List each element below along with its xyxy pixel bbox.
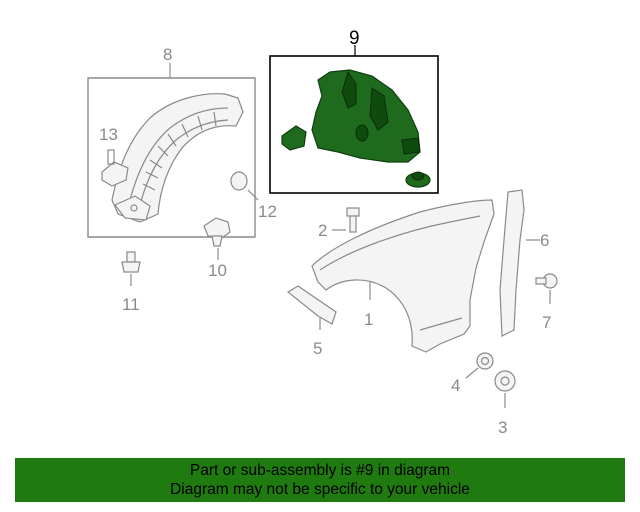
banner-line-2: Diagram may not be specific to your vehi…	[170, 481, 470, 498]
group-9-highlighted: 9	[269, 28, 439, 194]
callout-8[interactable]: 8	[163, 45, 172, 64]
part-12-grommet: 12	[230, 171, 277, 221]
part-10-push-clip: 10	[203, 217, 231, 280]
liner-rib-inner	[139, 119, 229, 206]
callout-7[interactable]: 7	[542, 313, 551, 332]
clip-13-tab	[107, 149, 115, 165]
fender-crease	[319, 215, 481, 271]
group-8-liner-assembly: 8 13	[87, 45, 256, 238]
callout-9[interactable]: 9	[349, 28, 360, 49]
liner-9-rib	[341, 70, 357, 109]
part-1-fender: 1	[311, 199, 495, 353]
liner-9-pocket	[369, 87, 389, 131]
liner-9-clip-head	[411, 171, 425, 181]
group-8-box	[87, 77, 256, 238]
part-5-bracket: 5	[286, 285, 337, 358]
liner-bracket-hole	[130, 204, 138, 212]
part-7-bolt: 7	[535, 273, 558, 332]
part-6-seal: 6	[499, 189, 549, 337]
part-3-clip: 3	[494, 370, 516, 437]
liner-9-bracket	[281, 125, 307, 151]
parts-diagram: 8 13 12 10 11 9	[87, 28, 558, 437]
group-9-box	[269, 55, 439, 194]
highlighted-liner-part-9[interactable]	[311, 69, 421, 163]
callout-4[interactable]: 4	[451, 376, 460, 395]
liner-9-tab	[401, 137, 421, 155]
callout-13[interactable]: 13	[99, 125, 118, 144]
liner-9-hole	[355, 124, 369, 142]
liner-rib-outer	[129, 107, 229, 201]
callout-10[interactable]: 10	[208, 261, 227, 280]
callout-1[interactable]: 1	[364, 310, 373, 329]
liner-ribs	[142, 111, 217, 191]
fender-lower-line	[419, 317, 463, 331]
info-banner: Part or sub-assembly is #9 in diagram Di…	[15, 458, 625, 502]
callout-2[interactable]: 2	[318, 221, 327, 240]
callout-12[interactable]: 12	[258, 202, 277, 221]
liner-bracket	[114, 195, 151, 221]
part-2-bolt: 2	[318, 207, 360, 240]
banner-line-1: Part or sub-assembly is #9 in diagram	[189, 462, 451, 479]
part-11-clip: 11	[121, 251, 141, 314]
callout-5[interactable]: 5	[313, 339, 322, 358]
callout-6[interactable]: 6	[540, 231, 549, 250]
part-4-nut: 4	[451, 352, 494, 395]
callout-11[interactable]: 11	[122, 295, 140, 314]
callout-3[interactable]: 3	[498, 418, 507, 437]
